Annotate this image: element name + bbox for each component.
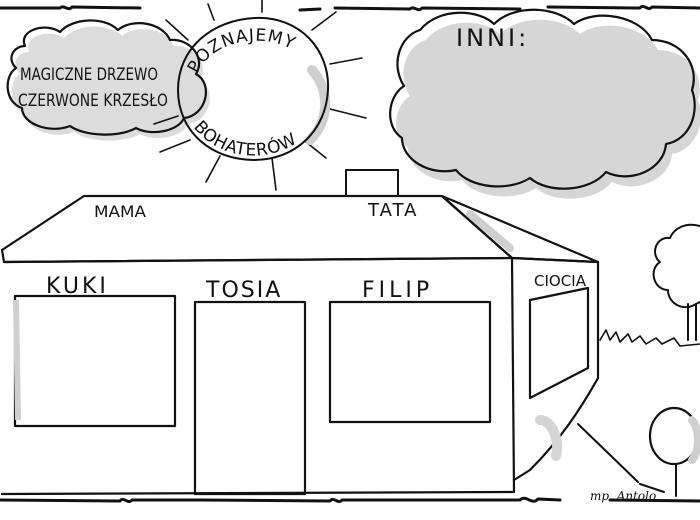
house: MAMA TATA KUKI TOSIA FILIP CIOCIA xyxy=(0,169,600,496)
others-label: INNI: xyxy=(456,24,529,52)
bottom-border xyxy=(0,496,700,504)
ciocia-frame xyxy=(528,286,590,400)
story-title-line2: CZERWONE KRZESŁO xyxy=(18,91,168,111)
grass xyxy=(599,329,700,347)
label-ciocia: CIOCIA xyxy=(534,272,587,290)
label-kuki: KUKI xyxy=(46,274,109,299)
side-wall xyxy=(510,256,600,482)
sun-top-text: POZNAJEMY xyxy=(184,26,299,77)
others-cloud: INNI: xyxy=(389,8,700,199)
chimney xyxy=(345,169,399,197)
kuki-frame xyxy=(13,294,177,428)
child-figure xyxy=(577,406,700,497)
artist-signature: mp. Antolo xyxy=(590,489,656,503)
label-tosia: TOSIA xyxy=(205,278,282,303)
roof-right xyxy=(440,194,600,264)
roof xyxy=(0,194,514,264)
label-filip: FILIP xyxy=(362,278,433,303)
story-title-line1: MAGICZNE DRZEWO xyxy=(20,65,158,85)
story-title-cloud: MAGICZNE DRZEWO CZERWONE KRZESŁO xyxy=(6,19,210,141)
top-border xyxy=(0,4,700,12)
roof-label-tata: TATA xyxy=(367,200,418,221)
tree xyxy=(652,223,700,341)
filip-frame xyxy=(328,300,492,424)
sun-rays xyxy=(153,0,367,191)
roof-label-mama: MAMA xyxy=(94,202,146,221)
tosia-frame xyxy=(193,300,307,496)
